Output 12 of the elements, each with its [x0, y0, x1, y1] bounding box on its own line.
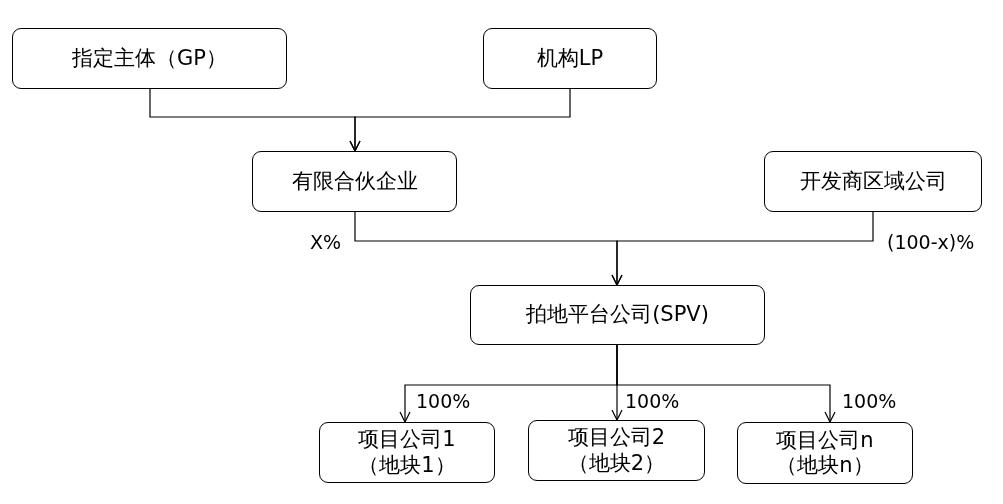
entity-box: 有限合伙企业 [252, 151, 457, 212]
entity-box: 机构LP [483, 28, 657, 89]
connector-arrow [349, 88, 571, 152]
entity-box: 项目公司n （地块n） [737, 422, 913, 484]
edge-label: (100-x)% [887, 232, 975, 253]
entity-box: 开发商区域公司 [764, 151, 982, 212]
entity-box: 指定主体（GP） [12, 28, 287, 89]
connector-arrow [611, 211, 874, 286]
connector-arrow [616, 344, 836, 423]
entity-box: 项目公司1 （地块1） [319, 422, 495, 483]
entity-box: 项目公司2 （地块2） [528, 420, 705, 481]
entity-box: 拍地平台公司(SPV) [470, 285, 765, 345]
